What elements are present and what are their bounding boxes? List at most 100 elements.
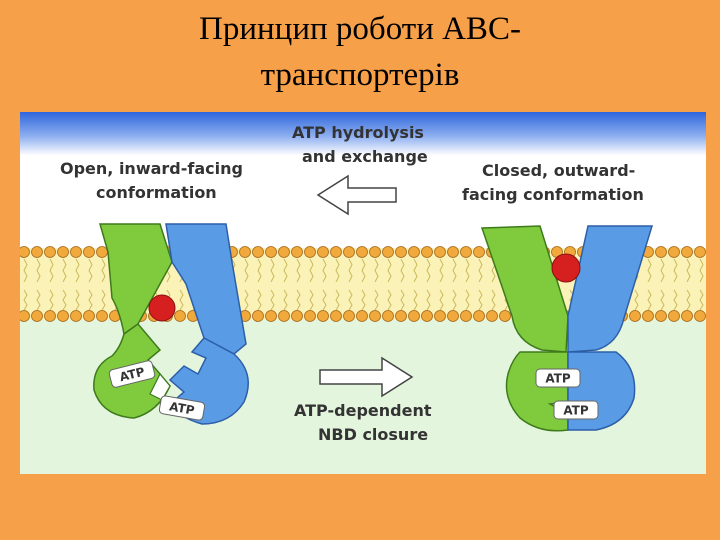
lipid-head [655, 310, 667, 322]
lipid-tail [439, 258, 444, 283]
svg-text:ATP: ATP [563, 404, 589, 418]
lipid-head [343, 310, 355, 322]
lipid-tail [387, 258, 392, 283]
lipid-head [499, 310, 511, 322]
lipid-head [252, 310, 264, 322]
substrate [148, 294, 176, 322]
lipid-head [486, 310, 498, 322]
lipid-tail [270, 258, 275, 283]
lipid-head [317, 310, 329, 322]
transporter-open-inward: ATP ATP [93, 223, 249, 425]
lipid-head [473, 310, 485, 322]
lipid-head [395, 246, 407, 258]
lipid-head [642, 310, 654, 322]
lipid-head [694, 246, 706, 258]
lipid-tail [673, 258, 678, 283]
lipid-head [421, 310, 433, 322]
lipid-head [20, 310, 30, 322]
lipid-head [668, 246, 680, 258]
svg-text:ATP: ATP [118, 365, 146, 385]
lipid-head [629, 310, 641, 322]
lipid-head [70, 246, 82, 258]
lipid-head [681, 246, 693, 258]
lipid-tail [296, 258, 301, 283]
atp-badge: ATP [535, 368, 581, 388]
lipid-tail [322, 258, 327, 283]
lipid-tail [634, 289, 639, 311]
lipid-tail [36, 258, 41, 283]
lipid-tail [374, 258, 379, 283]
lipid-tail [101, 258, 106, 283]
left-label-line-2: conformation [96, 183, 217, 202]
lipid-tail [23, 258, 28, 283]
lipid-head [434, 310, 446, 322]
bottom-label-line-2: NBD closure [318, 425, 428, 444]
lipid-head [31, 246, 43, 258]
arrow-right-icon [319, 356, 414, 398]
lipid-tail [491, 289, 496, 311]
atp-badge: ATP [108, 360, 156, 388]
top-label-line-1: ATP hydrolysis [292, 123, 424, 142]
lipid-tail [36, 289, 41, 311]
lipid-tail [413, 289, 418, 311]
lipid-tail [673, 289, 678, 311]
lipid-head [278, 310, 290, 322]
lipid-tail [361, 258, 366, 283]
lipid-tail [348, 258, 353, 283]
lipid-head [96, 246, 108, 258]
lipid-tail [335, 258, 340, 283]
lipid-head [57, 310, 69, 322]
lipid-tail [88, 258, 93, 283]
lipid-tail [309, 289, 314, 311]
lipid-tail [465, 289, 470, 311]
lipid-head [83, 310, 95, 322]
lipid-tail [387, 289, 392, 311]
lipid-head [31, 310, 43, 322]
lipid-tail [49, 289, 54, 311]
lipid-head [70, 310, 82, 322]
slide-title: Принцип роботи ABC- транспортерів [0, 6, 720, 98]
lipid-head [408, 310, 420, 322]
lipid-tail [179, 289, 184, 311]
lipid-tail [452, 258, 457, 283]
lipid-tail [452, 289, 457, 311]
lipid-head [447, 310, 459, 322]
lipid-tail [478, 258, 483, 283]
top-label-line-2: and exchange [302, 147, 428, 166]
lipid-head [460, 246, 472, 258]
lipid-tail [348, 289, 353, 311]
lipid-head [395, 310, 407, 322]
lipid-head [330, 246, 342, 258]
lipid-tail [283, 258, 288, 283]
lipid-tail [478, 289, 483, 311]
lipid-tail [283, 289, 288, 311]
lipid-head [57, 246, 69, 258]
lipid-tail [660, 258, 665, 283]
abc-transporter-diagram: ATP ATP ATP ATP ATP hydrolysis [20, 112, 706, 474]
green-tmd [480, 225, 569, 353]
lipid-tail [257, 258, 262, 283]
lipid-tail [413, 258, 418, 283]
lipid-tail [49, 258, 54, 283]
lipid-tail [426, 289, 431, 311]
lipid-head [304, 310, 316, 322]
lipid-tail [686, 289, 691, 311]
lipid-tail [400, 258, 405, 283]
lipid-head [96, 310, 108, 322]
lipid-tail [335, 289, 340, 311]
lipid-head [343, 246, 355, 258]
lipid-tail [374, 289, 379, 311]
lipid-tail [686, 258, 691, 283]
lipid-tail [257, 289, 262, 311]
lipid-tail [62, 289, 67, 311]
svg-text:ATP: ATP [545, 372, 571, 386]
lipid-head [330, 310, 342, 322]
lipid-tail [88, 289, 93, 311]
lipid-head [44, 246, 56, 258]
lipid-tail [400, 289, 405, 311]
lipid-head [44, 310, 56, 322]
lipid-tail [426, 258, 431, 283]
substrate [551, 253, 581, 283]
lipid-tail [244, 289, 249, 311]
lipid-head [447, 246, 459, 258]
